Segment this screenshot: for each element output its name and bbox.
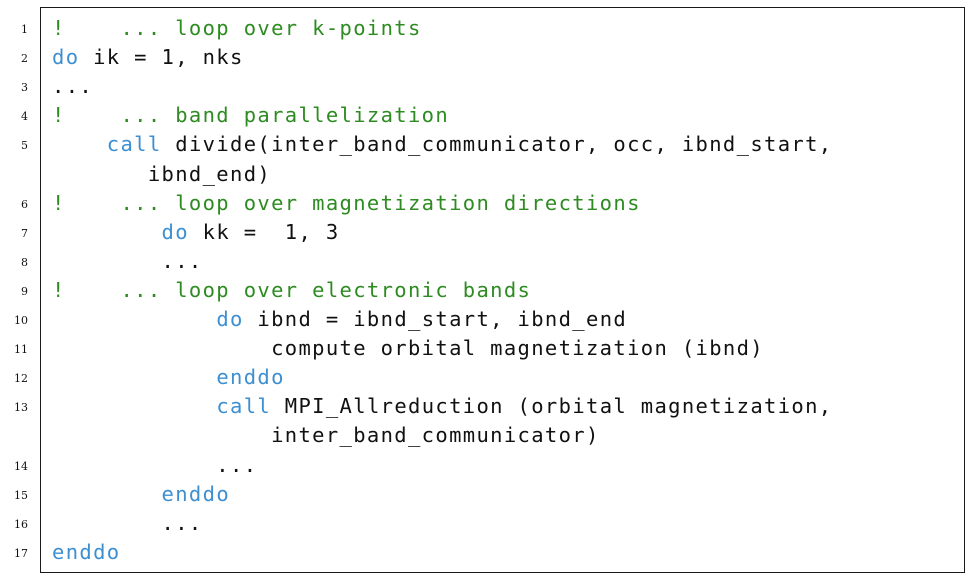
code-line: ... xyxy=(52,72,93,101)
code-comment: ! ... loop over electronic bands xyxy=(52,277,532,302)
code-text: ... xyxy=(52,510,203,535)
line-number: 11 xyxy=(14,343,28,357)
code-line: do kk = 1, 3 xyxy=(52,218,340,247)
code-line: enddo xyxy=(52,363,285,392)
code-text xyxy=(52,132,107,156)
code-text: ... xyxy=(52,452,258,477)
code-keyword: do xyxy=(52,45,80,70)
code-line: ibnd_end) xyxy=(52,160,271,189)
code-line: enddo xyxy=(52,480,230,509)
code-line: do ibnd = ibnd_start, ibnd_end xyxy=(52,305,627,334)
line-number: 8 xyxy=(21,255,28,269)
code-text: ibnd = ibnd_start, ibnd_end xyxy=(243,307,628,331)
code-line: do ik = 1, nks xyxy=(52,43,244,72)
code-text: ... xyxy=(52,248,203,273)
code-keyword: call xyxy=(106,132,162,157)
code-keyword: do xyxy=(161,219,189,244)
code-keyword: enddo xyxy=(161,481,231,506)
code-text: compute orbital magnetization (ibnd) xyxy=(52,336,764,361)
line-number: 2 xyxy=(21,52,28,66)
code-line: ... xyxy=(52,451,257,480)
code-listing-frame xyxy=(40,7,965,573)
code-line: ! ... loop over k-points xyxy=(52,14,422,43)
code-line: ... xyxy=(52,509,203,538)
line-number: 17 xyxy=(14,546,28,560)
code-text: MPI_Allreduction (orbital magnetization, xyxy=(271,394,833,419)
line-number: 13 xyxy=(14,401,28,415)
line-number: 10 xyxy=(14,314,28,327)
code-text xyxy=(52,482,162,506)
code-line: enddo xyxy=(52,538,120,567)
code-text xyxy=(52,394,216,418)
code-line: compute orbital magnetization (ibnd) xyxy=(52,334,764,363)
code-text: ... xyxy=(52,74,94,99)
code-text xyxy=(52,365,216,389)
code-keyword: do xyxy=(216,307,244,331)
code-text: kk = 1, 3 xyxy=(188,219,340,244)
code-line: ... xyxy=(52,247,203,276)
line-number: 7 xyxy=(21,226,28,240)
code-keyword: enddo xyxy=(52,539,121,564)
code-text: ibnd_end) xyxy=(52,161,272,186)
code-line: ! ... loop over magnetization directions xyxy=(52,189,641,218)
line-number: 9 xyxy=(21,284,28,298)
code-keyword: call xyxy=(216,394,272,419)
line-number: 15 xyxy=(14,488,28,502)
line-number: 16 xyxy=(14,517,28,531)
line-number: 4 xyxy=(21,110,28,124)
code-line: ! ... loop over electronic bands xyxy=(52,276,531,305)
line-number: 5 xyxy=(21,139,28,153)
code-text xyxy=(52,220,162,244)
code-text: ik = 1, nks xyxy=(79,45,244,70)
code-text: divide(inter_band_communicator, occ, ibn… xyxy=(161,132,833,157)
code-line: call divide(inter_band_communicator, occ… xyxy=(52,130,832,159)
code-text xyxy=(52,307,216,331)
code-comment: ! ... band parallelization xyxy=(52,103,450,128)
line-number: 1 xyxy=(21,23,28,36)
line-number: 14 xyxy=(14,459,28,473)
code-comment: ! ... loop over k-points xyxy=(52,16,422,40)
line-number: 3 xyxy=(21,81,28,95)
line-number: 6 xyxy=(21,197,28,211)
code-comment: ! ... loop over magnetization directions xyxy=(52,190,641,215)
line-number: 12 xyxy=(14,372,28,386)
code-keyword: enddo xyxy=(216,365,285,390)
code-line: ! ... band parallelization xyxy=(52,101,449,130)
code-text: inter_band_communicator) xyxy=(52,423,600,448)
code-line: call MPI_Allreduction (orbital magnetiza… xyxy=(52,392,832,421)
code-line: inter_band_communicator) xyxy=(52,421,600,450)
